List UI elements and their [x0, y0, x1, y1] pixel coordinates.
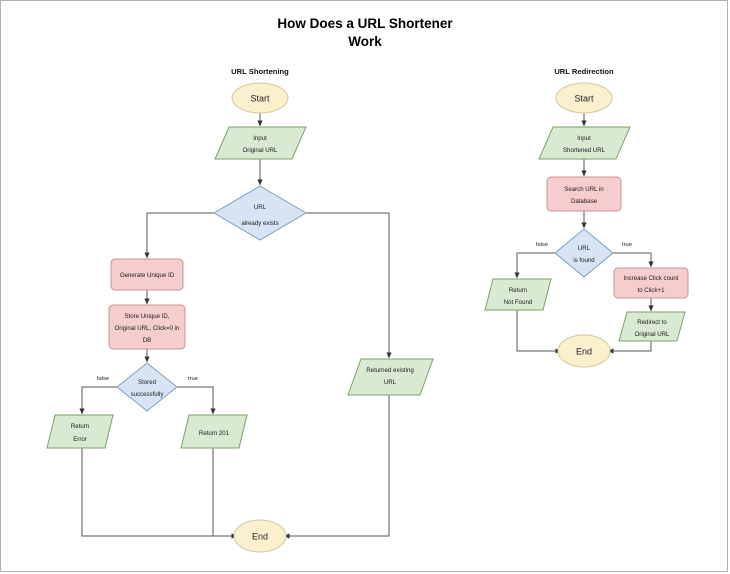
node-generate-unique-id[interactable]: Generate Unique ID [110, 258, 184, 291]
connector-r-decision-false [514, 252, 555, 279]
node-store-unique-id[interactable]: Store Unique ID, Original URL, Click=0 i… [108, 304, 186, 350]
column-heading-url-shortening: URL Shortening [231, 67, 289, 76]
connector-decision-stored-false [79, 386, 117, 415]
edge-label-found-true: true [622, 242, 632, 248]
node-generate-unique-id-label: Generate Unique ID [120, 272, 175, 279]
node-store-unique-id-line-3: DB [143, 337, 151, 344]
node-shortening-end-label: End [252, 532, 268, 542]
connector-returned-existing-to-end [283, 395, 390, 539]
node-redirect-line-2: Original URL [635, 331, 670, 338]
node-returned-existing-url[interactable]: Returned existing URL [347, 358, 434, 396]
page-title: How Does a URL Shortener Work [1, 15, 729, 51]
connector-r-redirect-to-end [607, 341, 652, 354]
node-decision-url-already-exists-line-2: already exists [241, 220, 278, 227]
node-shortening-end[interactable]: End [233, 519, 287, 553]
node-return-error-line-2: Error [73, 436, 87, 443]
connector-r-notfound-to-end [516, 310, 562, 354]
node-redirect-to-original-url[interactable]: Redirect to Original URL [618, 311, 686, 342]
node-returned-existing-line-1: Returned existing [366, 367, 413, 374]
node-shortening-input-original-url[interactable]: Input Original URL [214, 126, 307, 160]
node-decision-stored-line-2: successfully [131, 391, 165, 398]
node-search-url-line-1: Search URL in [564, 186, 603, 193]
node-return-201-label: Return 201 [199, 430, 230, 437]
node-store-unique-id-line-1: Store Unique ID, [124, 313, 169, 320]
column-heading-url-redirection: URL Redirection [554, 67, 614, 76]
node-return-not-found[interactable]: Return Not Found [484, 278, 552, 311]
node-return-error[interactable]: Return Error [46, 414, 114, 449]
connector-decision-exists-true [305, 212, 392, 359]
node-redirect-line-1: Redirect to [637, 319, 667, 326]
connector-return-201-to-end [212, 448, 238, 539]
connector-decision-exists-false [144, 212, 215, 259]
node-increase-click-line-2: to Click+1 [638, 287, 666, 294]
node-search-url-line-2: Database [571, 198, 598, 205]
node-redirection-input-line-2: Shortened URL [563, 147, 606, 154]
node-redirection-input-shortened-url[interactable]: Input Shortened URL [538, 126, 631, 160]
page-title-line-2: Work [348, 34, 382, 50]
node-redirection-start[interactable]: Start [555, 82, 613, 114]
node-shortening-input-line-1: Input [253, 135, 267, 142]
edge-label-stored-true: true [188, 376, 198, 382]
node-return-error-line-1: Return [71, 423, 89, 430]
node-decision-url-already-exists[interactable]: URL already exists [213, 185, 307, 241]
edge-label-found-false: false [536, 242, 548, 248]
page-title-line-1: How Does a URL Shortener [277, 16, 453, 31]
node-search-url-in-database[interactable]: Search URL in Database [546, 176, 622, 212]
node-returned-existing-line-2: URL [384, 379, 397, 386]
node-decision-stored-line-1: Stored [138, 379, 156, 386]
node-shortening-input-line-2: Original URL [243, 147, 278, 154]
node-store-unique-id-line-2: Original URL, Click=0 in [115, 325, 180, 332]
node-redirection-end-label: End [576, 347, 592, 357]
node-decision-stored-successfully[interactable]: Stored successfully [116, 362, 178, 412]
connector-decision-stored-true [177, 386, 216, 415]
node-redirection-end[interactable]: End [557, 334, 611, 368]
connector-return-error-to-end [81, 448, 238, 539]
node-shortening-start[interactable]: Start [231, 82, 289, 114]
node-redirection-start-label: Start [574, 94, 594, 104]
edge-label-stored-false: false [97, 376, 109, 382]
node-increase-click-count[interactable]: Increase Click count to Click+1 [613, 267, 689, 299]
connector-r-decision-true [613, 252, 654, 268]
node-redirection-input-line-1: Input [577, 135, 591, 142]
node-return-not-found-line-1: Return [509, 287, 527, 294]
node-increase-click-line-1: Increase Click count [624, 275, 679, 282]
node-decision-url-is-found-line-1: URL [578, 245, 591, 252]
node-return-not-found-line-2: Not Found [504, 299, 532, 306]
node-decision-url-is-found-line-2: is found [573, 257, 594, 264]
node-decision-url-is-found[interactable]: URL is found [554, 228, 614, 278]
node-return-201[interactable]: Return 201 [180, 414, 248, 449]
node-shortening-start-label: Start [250, 94, 270, 104]
node-decision-url-already-exists-line-1: URL [254, 204, 267, 211]
